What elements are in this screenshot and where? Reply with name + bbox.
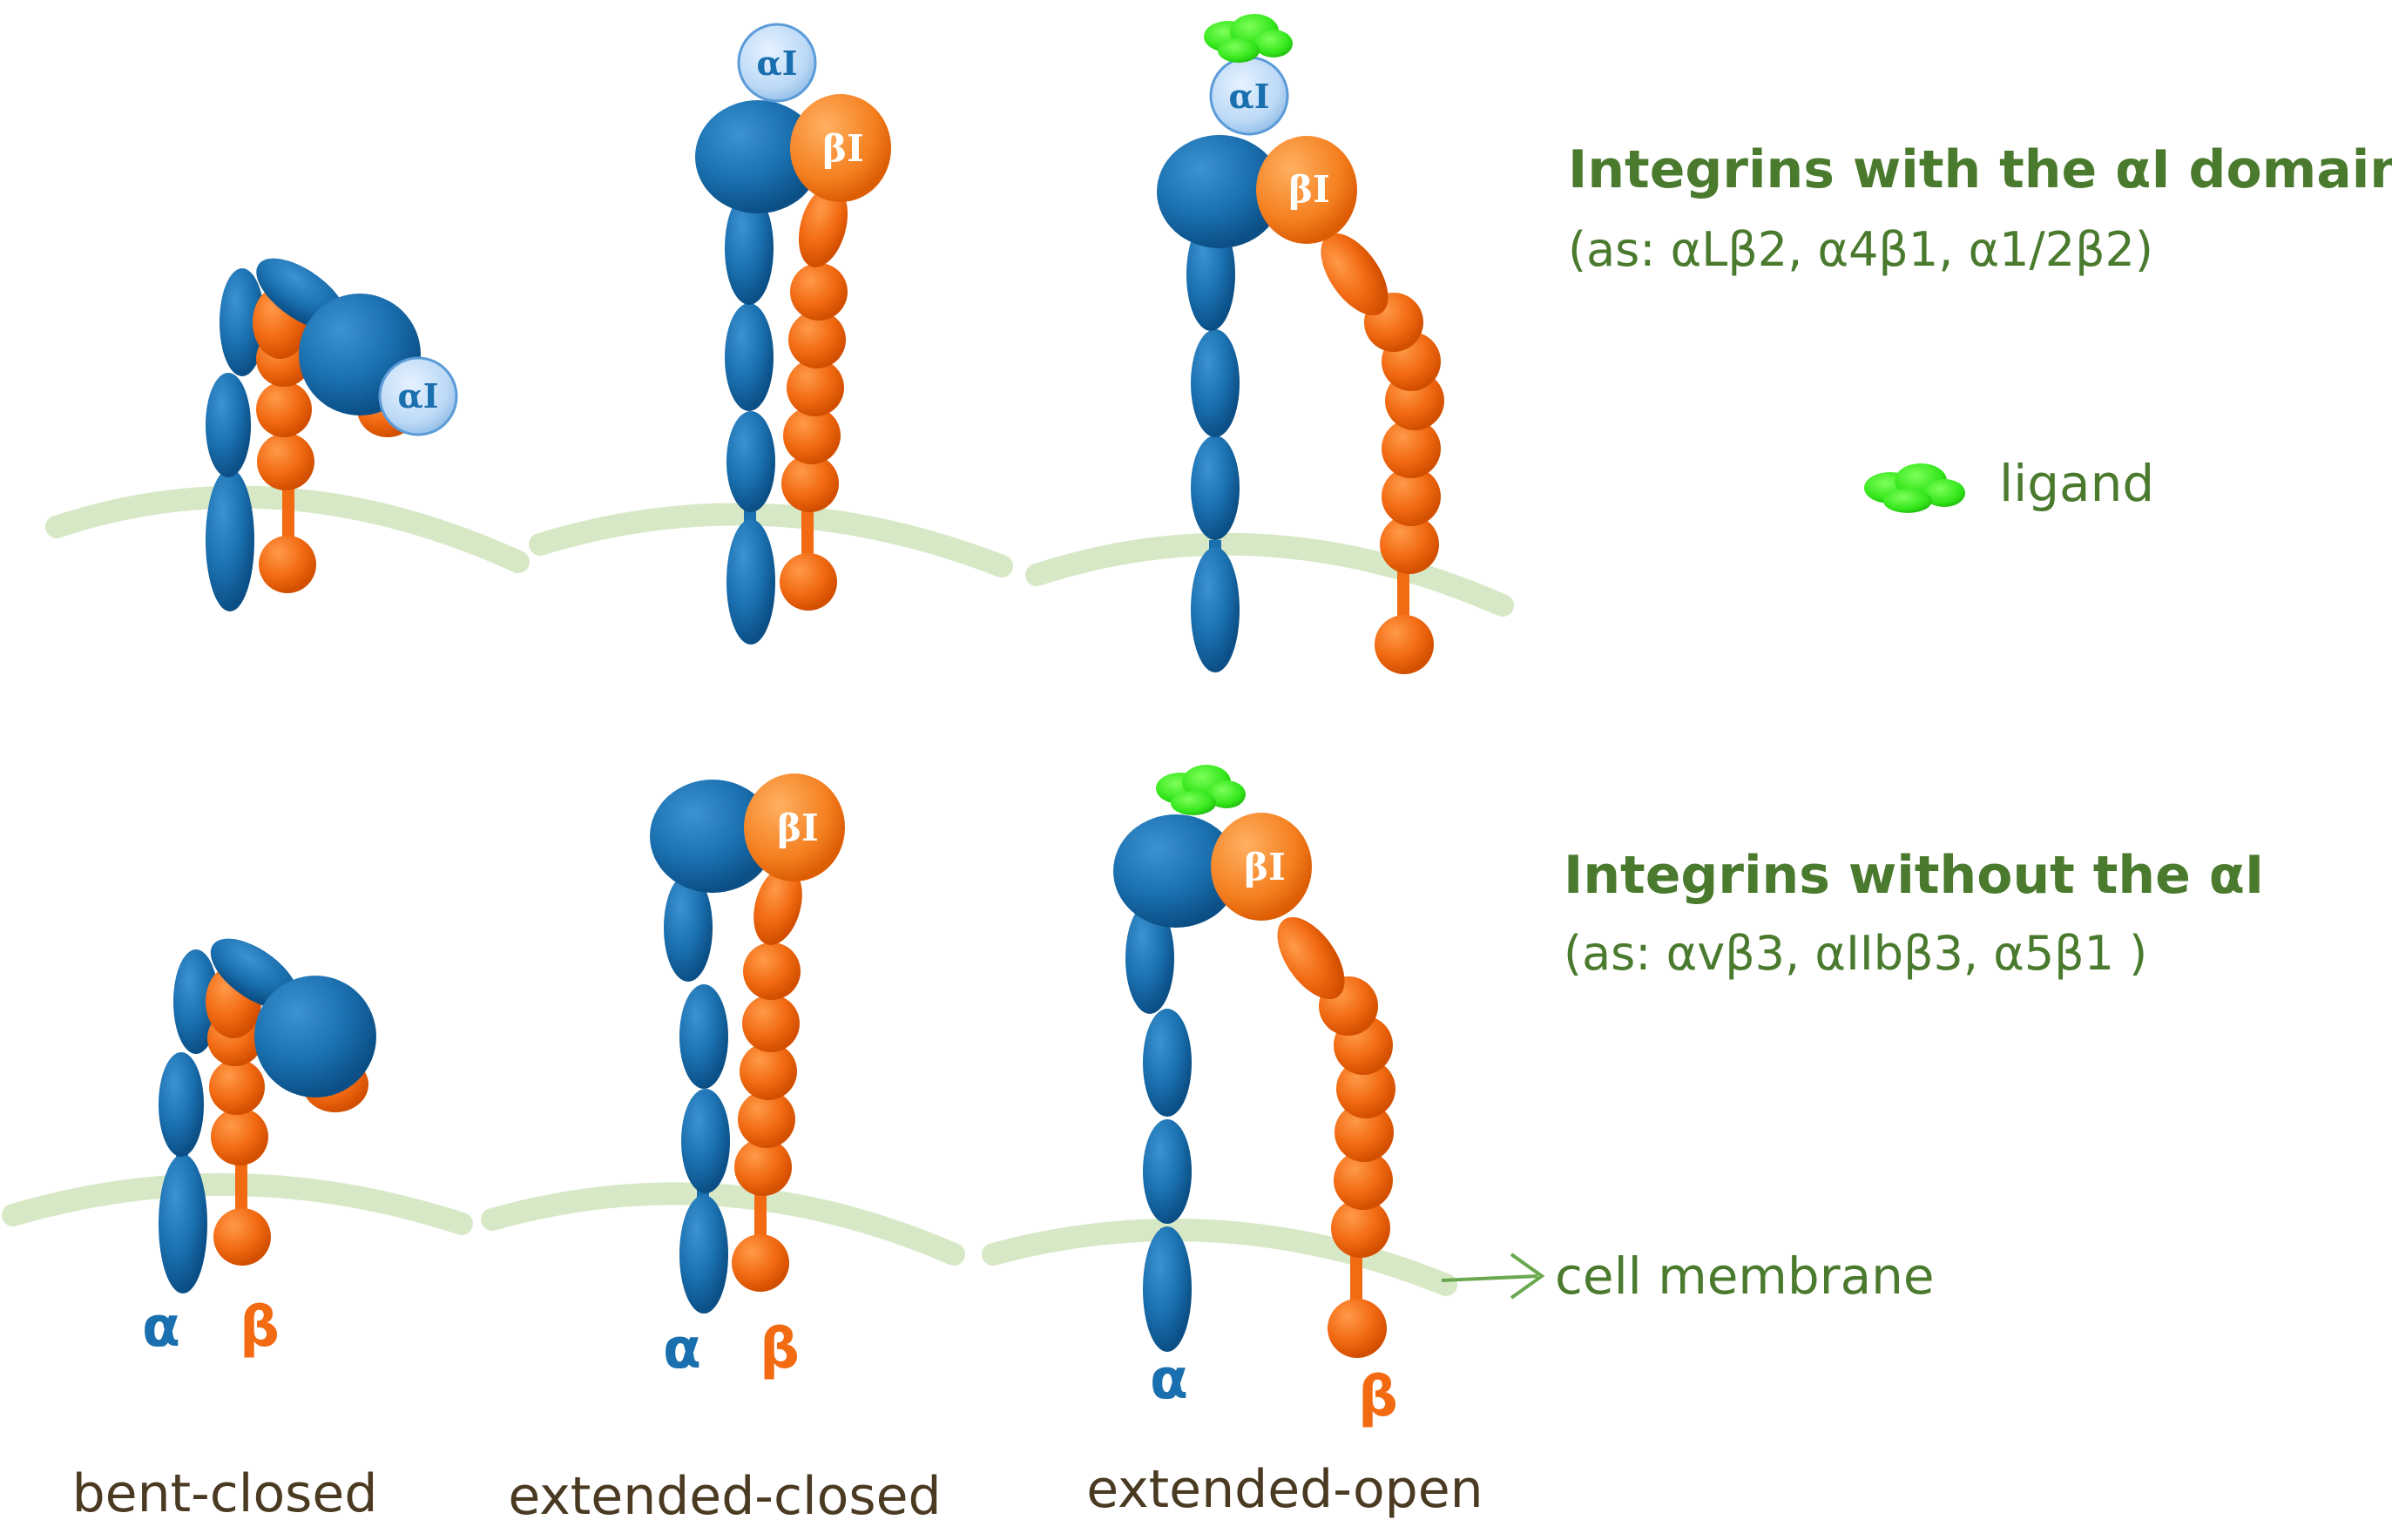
beta-propeller-domain (695, 100, 821, 213)
integrin-top-bent-closed: αI (206, 258, 458, 611)
beta-propeller-domain (650, 780, 775, 893)
ligand-icon (1864, 463, 1965, 513)
ligand-label: ligand (1999, 454, 2154, 513)
state-label-extended-closed: extended-closed (508, 1466, 941, 1527)
beta-tm-domain (259, 536, 316, 593)
alpha-i-label: αI (756, 44, 797, 83)
legend-without-ai-title: Integrins without the αI (1564, 845, 2264, 906)
integrin-bottom-bent-closed: α β (142, 938, 376, 1360)
beta-propeller-domain (1157, 135, 1282, 248)
membrane-bottom-3 (982, 1219, 1457, 1296)
membrane-top-2 (529, 503, 1013, 578)
beta-chain-label-2: β (760, 1317, 800, 1381)
ligand-legend: ligand (1864, 454, 2154, 513)
alpha-i-domain (737, 23, 817, 103)
beta-propeller-domain (1113, 814, 1239, 928)
state-label-extended-open: extended-open (1086, 1459, 1483, 1520)
integrin-top-extended-open: βI αI (1157, 14, 1444, 674)
integrin-top-extended-closed: βI αI (695, 23, 891, 645)
beta-i-domain (1256, 136, 1357, 244)
beta-i-domain (790, 94, 891, 202)
alpha-i-label: αI (1228, 77, 1269, 116)
alpha-leg-domain (206, 469, 254, 611)
membranes (2, 485, 1514, 1296)
integrin-bottom-extended-open: βI α β (1113, 765, 1398, 1429)
alpha-thigh-domain (206, 373, 251, 477)
membrane-bottom-2 (481, 1182, 965, 1266)
beta-chain-label-1: β (240, 1295, 280, 1360)
beta-propeller-domain (254, 976, 376, 1098)
beta-i-label: βI (1244, 846, 1286, 888)
ligand-bound (1204, 14, 1293, 63)
integrin-bottom-extended-closed: βI α β (650, 773, 845, 1381)
beta-i-label: βI (777, 807, 819, 849)
alpha-chain-label-2: α (663, 1317, 701, 1381)
beta-i-domain (1211, 813, 1312, 921)
state-label-bent-closed: bent-closed (72, 1463, 378, 1524)
alpha-i-label: αI (397, 376, 438, 415)
beta-i-label: βI (822, 127, 864, 170)
cell-membrane-label: cell membrane (1555, 1246, 1935, 1306)
legend-without-ai-examples: (as: αvβ3, αIIbβ3, α5β1 ) (1564, 926, 2147, 981)
alpha-chain-label-1: α (142, 1295, 180, 1360)
alpha-i-domain (378, 356, 458, 436)
beta-i-label: βI (1288, 168, 1330, 211)
alpha-chain-label-3: α (1150, 1348, 1188, 1412)
beta-chain-label-3: β (1358, 1365, 1398, 1429)
cell-membrane-callout: cell membrane (1441, 1246, 1935, 1306)
membrane-top-3 (1025, 532, 1514, 617)
ligand-bound (1156, 765, 1246, 815)
beta-i-domain (744, 773, 845, 881)
legend-with-ai-examples: (as: αLβ2, α4β1, α1/2β2) (1568, 222, 2153, 277)
alpha-upper-domain (220, 268, 265, 376)
legend-with-ai-title: Integrins with the αI domain (1568, 139, 2392, 200)
